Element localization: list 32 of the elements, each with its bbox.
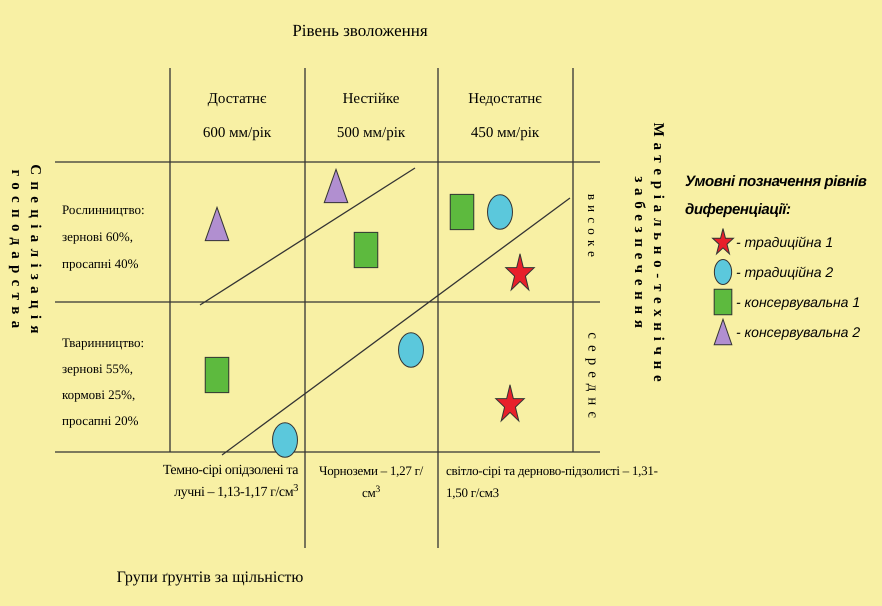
column-header: Достатнє	[206, 90, 268, 109]
rectangle-marker	[450, 194, 474, 230]
soil-group-label: Темно-сірі опідзолені та лучні – 1,13-1,17 г/см$^{3}$	[162, 462, 298, 502]
triangle-marker	[324, 169, 348, 203]
row-level-label: високе	[584, 192, 601, 264]
rectangle-marker	[354, 232, 378, 268]
rectangle-marker	[205, 357, 229, 393]
oval-marker	[487, 194, 513, 230]
axis-title: Спеціалізація господарства	[7, 163, 44, 342]
diagram-title: Рівень зволоження	[291, 20, 429, 42]
star-marker	[505, 253, 535, 293]
column-header: Недостатнє	[467, 90, 543, 109]
soil-group-label: світло-сірі та дерново-підзолисті – 1,31-1,50 г/см3	[446, 462, 659, 502]
soil-group-label: Чорноземи – 1,27 г/см$^{3}$	[318, 462, 424, 502]
column-header: 600 мм/рік	[202, 124, 272, 143]
column-header: Нестійке	[342, 90, 400, 109]
row-header: Рослинництво: зернові 60%, просапні 40%	[62, 201, 146, 273]
row-header: Тваринництво: зернові 55%, кормові 25%, просапні 20%	[62, 334, 146, 430]
legend-label: - консервувальна 2	[736, 323, 860, 342]
legend-title: Умовні позначення рівнів диференціації:	[685, 172, 868, 220]
axis-title: Групи ґрунтів за щільністю	[116, 568, 304, 588]
triangle-marker	[205, 207, 229, 241]
column-header: 450 мм/рік	[470, 124, 540, 143]
legend-label: - консервувальна 1	[736, 293, 860, 312]
star-marker	[495, 384, 525, 424]
column-header: 500 мм/рік	[336, 124, 406, 143]
legend-label: - традиційна 1	[736, 233, 834, 252]
oval-marker	[272, 422, 298, 458]
legend-label: - традиційна 2	[736, 263, 834, 282]
row-level-label: середнє	[583, 331, 602, 426]
oval-marker	[398, 332, 424, 368]
axis-title: Матеріально-технічне забезпечення	[630, 122, 667, 390]
